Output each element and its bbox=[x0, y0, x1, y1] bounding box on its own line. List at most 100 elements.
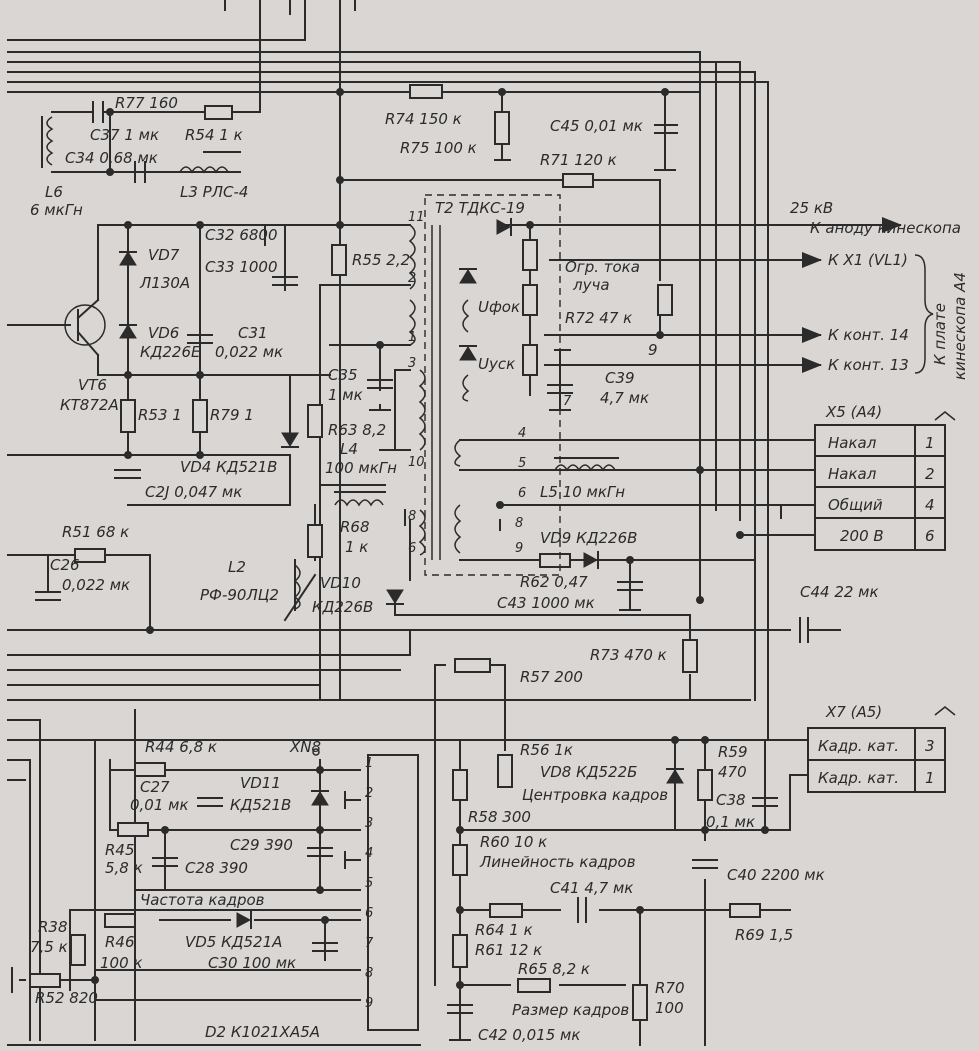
label-r65: R65 8,2 к bbox=[518, 960, 590, 978]
label-uusk: Uуск bbox=[478, 355, 515, 373]
label-c34: C34 0,68 мк bbox=[65, 149, 158, 167]
label-x1: К X1 (VL1) bbox=[828, 251, 908, 269]
label-c39: C39 bbox=[605, 369, 635, 387]
label-vd10: VD10 bbox=[320, 574, 361, 592]
label-l2-value: РФ-90ЛЦ2 bbox=[200, 586, 279, 604]
label-l3: L3 РЛС-4 bbox=[180, 183, 248, 201]
label-r46: R46 bbox=[105, 933, 135, 951]
label-r38: R38 bbox=[38, 918, 68, 936]
label-vt6: VT6 bbox=[78, 376, 107, 394]
label-r38-value: 7,5 к bbox=[30, 938, 68, 956]
label-c27: C27 bbox=[140, 778, 170, 796]
label-r55: R55 2,2 bbox=[352, 251, 410, 269]
label-r45-value: 5,8 к bbox=[105, 859, 143, 877]
x5-row-3-name: Общий bbox=[828, 496, 883, 514]
label-r69: R69 1,5 bbox=[735, 926, 793, 944]
x7-row-1-num: 3 bbox=[925, 737, 935, 755]
label-k13: К конт. 13 bbox=[828, 356, 909, 374]
label-r58: R58 300 bbox=[468, 808, 531, 826]
label-r70-value: 100 bbox=[655, 999, 684, 1017]
x5-row-2-num: 2 bbox=[925, 465, 935, 483]
ics-and-grounds bbox=[11, 159, 782, 1041]
x5-row-4-num: 6 bbox=[925, 527, 935, 545]
label-l6-value: 6 мкГн bbox=[30, 201, 83, 219]
diodes bbox=[119, 218, 684, 929]
label-c42: C42 0,015 мк bbox=[478, 1026, 580, 1044]
label-c38-value: 0,1 мк bbox=[706, 813, 755, 831]
t2-pin: 2 bbox=[408, 271, 416, 286]
label-vd7: VD7 bbox=[148, 246, 180, 264]
label-c43: C43 1000 мк bbox=[497, 594, 595, 612]
label-r68: R68 bbox=[340, 518, 370, 536]
label-vd6: VD6 bbox=[148, 324, 179, 342]
label-r71: R71 120 к bbox=[540, 151, 617, 169]
label-r60: R60 10 к bbox=[480, 833, 547, 851]
wires bbox=[7, 0, 881, 1046]
label-r62: R62 0,47 bbox=[520, 573, 588, 591]
x5-row-2-name: Накал bbox=[828, 465, 877, 483]
label-vd8: VD8 КД522Б bbox=[540, 763, 637, 781]
label-l4-value: 100 мкГн bbox=[325, 459, 397, 477]
connector-x5-table: Накал 1 Накал 2 Общий 4 200 В 6 bbox=[814, 424, 946, 551]
t2-pin: 5 bbox=[518, 456, 526, 471]
d2-pin: 2 bbox=[365, 786, 373, 801]
label-r68-value: 1 к bbox=[345, 538, 368, 556]
junction-dots bbox=[91, 88, 769, 989]
d2-pin: 9 bbox=[365, 996, 373, 1011]
label-d2: D2 К1021ХА5А bbox=[205, 1023, 320, 1041]
label-r70: R70 bbox=[655, 979, 685, 997]
label-r77: R77 160 bbox=[115, 94, 178, 112]
label-r61: R61 12 к bbox=[475, 941, 542, 959]
label-r53: R53 1 bbox=[138, 406, 182, 424]
label-frame-centering: Центровка кадров bbox=[522, 786, 668, 804]
label-x5: X5 (A4) bbox=[825, 403, 882, 421]
d2-pin: 8 bbox=[365, 966, 373, 981]
label-frame-size: Размер кадров bbox=[512, 1001, 629, 1019]
label-r59-value: 470 bbox=[718, 763, 747, 781]
label-vd4: VD4 КД521В bbox=[180, 458, 277, 476]
label-c38: C38 bbox=[716, 791, 746, 809]
label-r79: R79 1 bbox=[210, 406, 254, 424]
label-ufok: Uфок bbox=[478, 298, 520, 316]
label-c29: C29 390 bbox=[230, 836, 293, 854]
x5-row-4-name: 200 В bbox=[840, 527, 884, 545]
label-r45: R45 bbox=[105, 841, 135, 859]
transistor-vt6 bbox=[64, 298, 106, 357]
label-t2: T2 ТДКС-19 bbox=[435, 199, 525, 217]
label-c31-value: 0,022 мк bbox=[215, 343, 283, 361]
inductors bbox=[41, 116, 619, 622]
label-r56: R56 1к bbox=[520, 741, 573, 759]
label-l6: L6 bbox=[45, 183, 63, 201]
label-25kv: 25 кВ bbox=[790, 199, 833, 217]
label-c33: C33 1000 bbox=[205, 258, 278, 276]
label-c26-value: 0,022 мк bbox=[62, 576, 130, 594]
label-beam-limit-1: Огр. тока bbox=[565, 258, 640, 276]
label-r44: R44 6,8 к bbox=[145, 738, 217, 756]
label-vd10-value: КД226В bbox=[312, 598, 373, 616]
t2-pin: 8 bbox=[408, 509, 416, 524]
label-r74: R74 150 к bbox=[385, 110, 462, 128]
x7-row-2-num: 1 bbox=[925, 769, 935, 787]
label-anode: К аноду кинескопа bbox=[810, 219, 961, 237]
t2-pin: 8 bbox=[515, 516, 523, 531]
resistors bbox=[29, 84, 761, 1021]
label-vd11: VD11 bbox=[240, 774, 281, 792]
label-r73: R73 470 к bbox=[590, 646, 667, 664]
label-r59: R59 bbox=[718, 743, 748, 761]
d2-pin: 5 bbox=[365, 876, 373, 891]
t2-pin: 4 bbox=[518, 426, 526, 441]
x5-row-1-name: Накал bbox=[828, 434, 877, 452]
t2-pin: 3 bbox=[408, 356, 416, 371]
x7-row-2-name: Кадр. кат. bbox=[818, 769, 899, 787]
x5-row-1-num: 1 bbox=[925, 434, 935, 452]
label-node-9: 9 bbox=[648, 341, 658, 359]
output-arrows bbox=[779, 217, 956, 716]
d2-pin: 7 bbox=[365, 936, 374, 951]
x5-row-3-num: 4 bbox=[925, 496, 935, 514]
x7-row-1-name: Кадр. кат. bbox=[818, 737, 899, 755]
capacitors bbox=[35, 101, 841, 1014]
label-c26: C26 bbox=[50, 556, 80, 574]
label-c32: C32 6800 bbox=[205, 226, 278, 244]
label-r51: R51 68 к bbox=[62, 523, 129, 541]
